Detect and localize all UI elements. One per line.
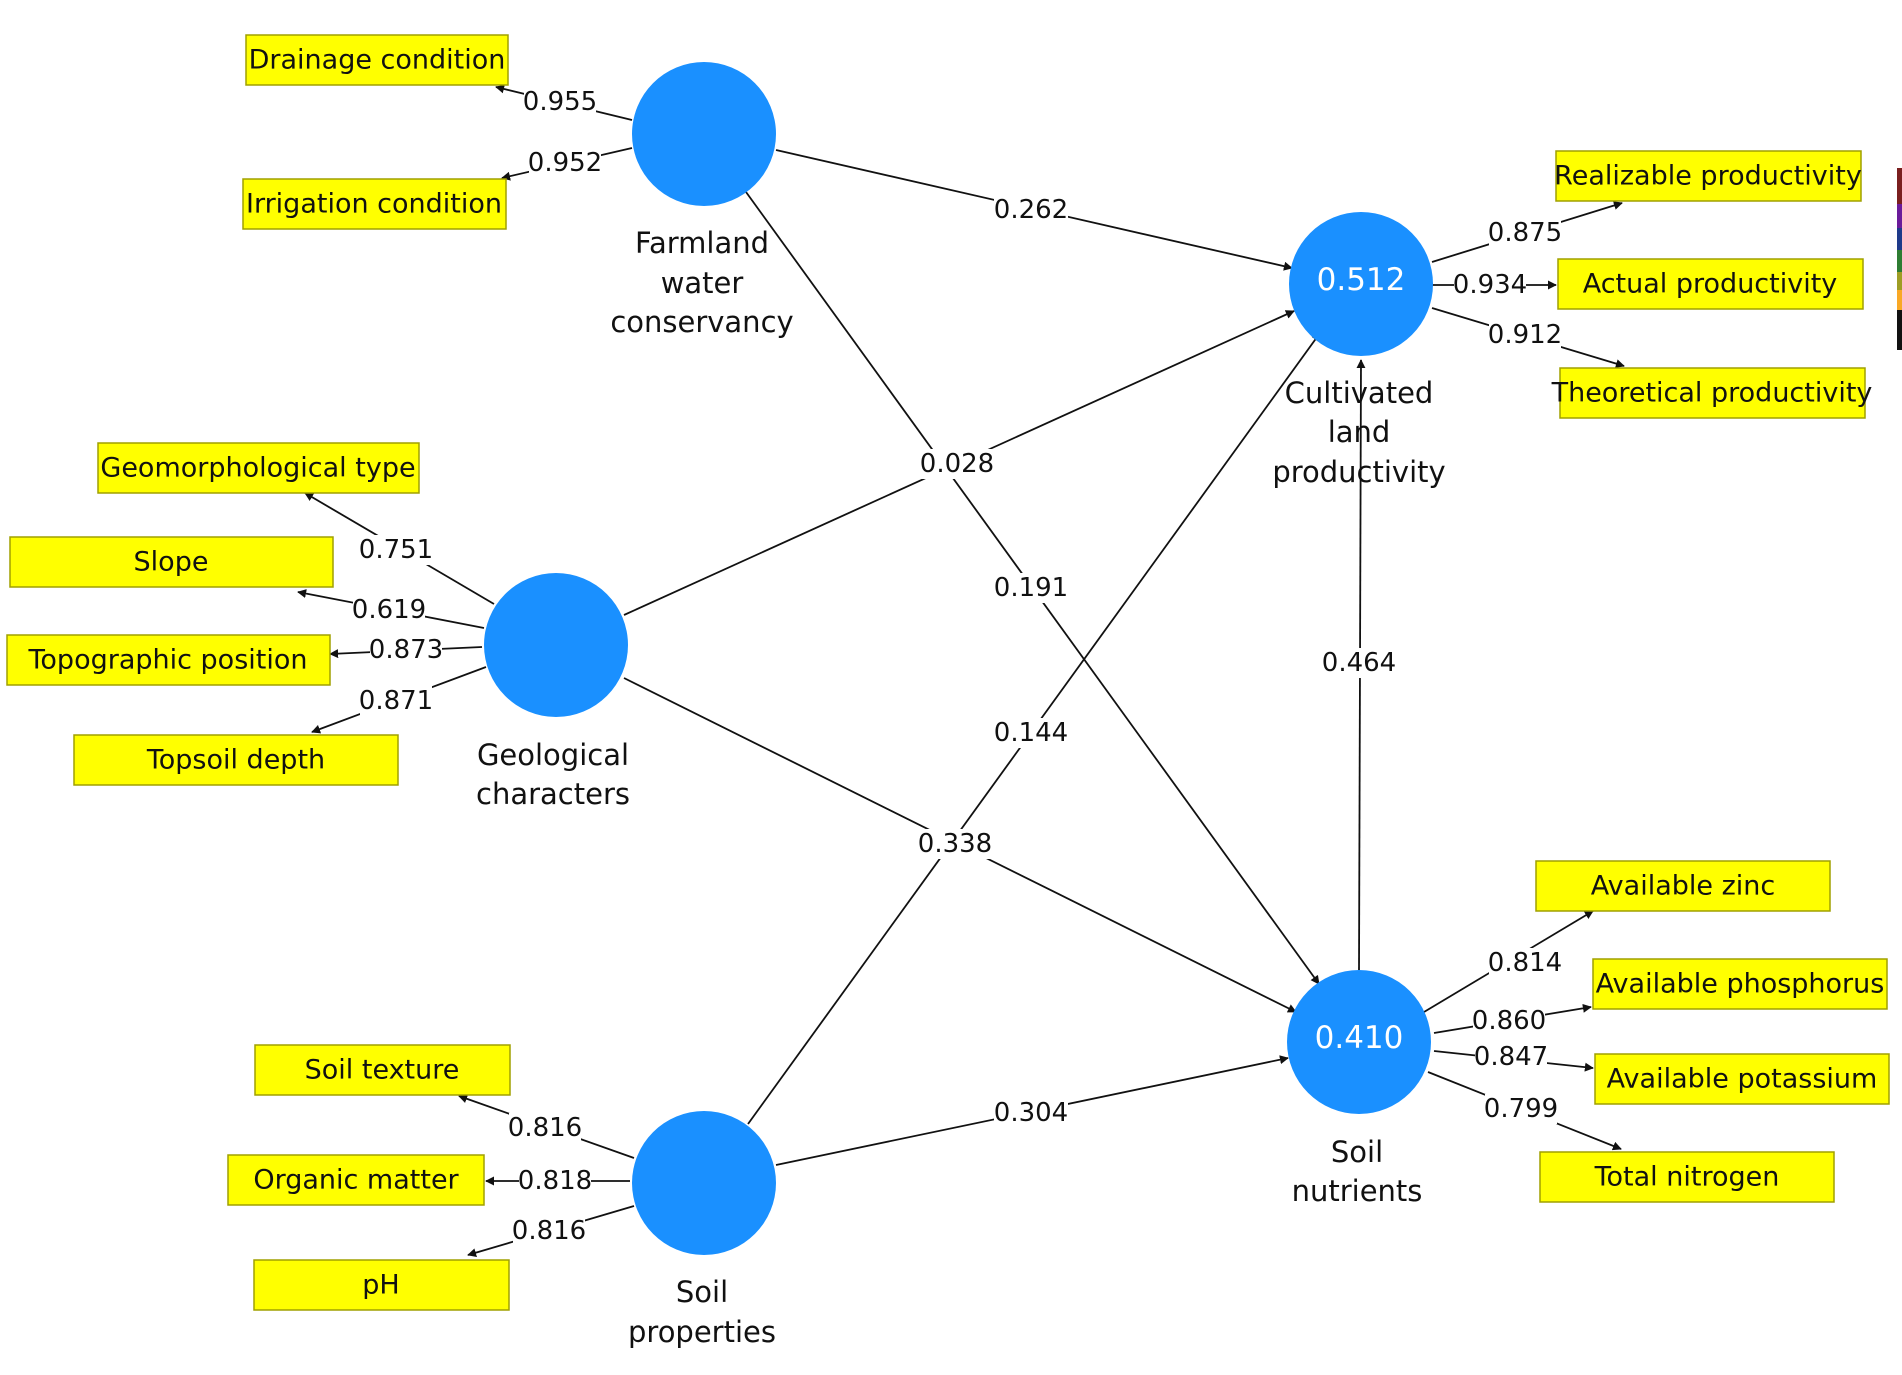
construct-soil-properties[interactable]: Soil properties [628,1111,776,1349]
loading-labels: 0.955 0.952 0.751 0.619 0.873 0.871 0.81… [352,87,1562,1246]
loading-topsoil: 0.871 [359,686,433,716]
construct-farmland-name-1: Farmland [635,226,769,260]
loading-theoretical: 0.912 [1488,320,1562,350]
indicator-realizable-label: Realizable productivity [1554,161,1862,192]
indicators: Drainage condition Irrigation condition … [6,34,1890,1311]
indicator-topo-label: Topographic position [28,645,308,676]
loading-actual: 0.934 [1453,270,1527,300]
indicator-geomorph-label: Geomorphological type [100,453,415,484]
indicator-slope[interactable]: Slope [9,536,334,588]
construct-soil-nutrients[interactable]: 0.410 Soil nutrients [1287,970,1431,1208]
loading-geomorph: 0.751 [359,535,433,565]
construct-geological-name-1: Geological [477,738,629,772]
construct-soil-props-name-2: properties [628,1315,776,1349]
indicator-irrigation-condition[interactable]: Irrigation condition [242,178,507,230]
loading-nitrogen: 0.799 [1484,1094,1558,1124]
indicator-irrigation-label: Irrigation condition [246,189,502,220]
loading-slope: 0.619 [352,595,426,625]
loading-drainage: 0.955 [523,87,597,117]
loading-topo: 0.873 [369,635,443,665]
coef-farmland-nutrients: 0.191 [994,573,1068,603]
loading-organic: 0.818 [518,1166,592,1196]
loading-potassium: 0.847 [1474,1042,1548,1072]
construct-farmland-water-conservancy[interactable]: Farmland water conservancy [610,62,794,339]
loading-texture: 0.816 [508,1113,582,1143]
construct-productivity-r2: 0.512 [1317,262,1406,298]
indicator-topsoil-label: Topsoil depth [146,745,325,776]
indicator-actual-productivity[interactable]: Actual productivity [1557,258,1864,310]
indicator-realizable-productivity[interactable]: Realizable productivity [1554,150,1862,202]
indicator-drainage-condition[interactable]: Drainage condition [245,34,509,86]
constructs: Farmland water conservancy Geological ch… [476,62,1446,1349]
coef-geological-nutrients: 0.338 [918,829,992,859]
indicator-available-potassium[interactable]: Available potassium [1594,1053,1890,1105]
construct-nutrients-name-2: nutrients [1292,1174,1423,1208]
construct-farmland-name-3: conservancy [610,305,793,339]
indicator-geomorphological-type[interactable]: Geomorphological type [97,442,420,494]
indicator-actual-label: Actual productivity [1583,269,1838,300]
loading-zinc: 0.814 [1488,948,1562,978]
indicator-available-zinc[interactable]: Available zinc [1535,860,1831,912]
indicator-theoretical-productivity[interactable]: Theoretical productivity [1551,367,1873,419]
construct-cultivated-land-productivity[interactable]: 0.512 Cultivated land productivity [1272,212,1446,489]
indicator-organic-label: Organic matter [253,1165,459,1196]
indicator-nitrogen-label: Total nitrogen [1594,1162,1780,1193]
coef-soil-nutrients: 0.304 [994,1098,1068,1128]
indicator-total-nitrogen[interactable]: Total nitrogen [1539,1151,1835,1203]
indicator-theoretical-label: Theoretical productivity [1551,378,1873,409]
construct-nutrients-name-1: Soil [1331,1135,1383,1169]
indicator-potassium-label: Available potassium [1607,1064,1878,1095]
loading-phosphorus: 0.860 [1472,1006,1546,1036]
loading-irrigation: 0.952 [528,148,602,178]
indicator-ph-label: pH [362,1270,399,1301]
indicator-available-phosphorus[interactable]: Available phosphorus [1592,958,1888,1010]
coef-nutrients-productivity: 0.464 [1322,648,1396,678]
indicator-organic-matter[interactable]: Organic matter [227,1154,485,1206]
indicator-slope-label: Slope [134,547,209,578]
indicator-drainage-label: Drainage condition [249,45,506,76]
path-coefficient-labels: 0.262 0.191 0.028 0.338 0.144 0.304 0.46… [918,195,1396,1128]
indicator-zinc-label: Available zinc [1591,871,1775,902]
construct-soil-props-name-1: Soil [676,1275,728,1309]
construct-productivity-name-1: Cultivated [1285,376,1434,410]
coef-soil-productivity: 0.144 [994,718,1068,748]
indicator-ph[interactable]: pH [253,1259,510,1311]
construct-farmland-name-2: water [661,266,744,300]
indicator-phosphorus-label: Available phosphorus [1596,969,1885,1000]
indicator-soil-texture[interactable]: Soil texture [254,1044,511,1096]
construct-nutrients-r2: 0.410 [1315,1020,1404,1056]
indicator-topsoil-depth[interactable]: Topsoil depth [73,734,399,786]
indicator-topographic-position[interactable]: Topographic position [6,634,331,686]
construct-geological-name-2: characters [476,777,630,811]
construct-productivity-name-3: productivity [1272,455,1445,489]
construct-geological-characters[interactable]: Geological characters [476,573,630,811]
construct-productivity-name-2: land [1328,415,1391,449]
color-strip [1897,168,1902,350]
indicator-texture-label: Soil texture [305,1055,460,1086]
coef-geological-productivity: 0.028 [920,449,994,479]
structural-paths [623,149,1366,1166]
loading-ph: 0.816 [512,1216,586,1246]
loading-realizable: 0.875 [1488,218,1562,248]
coef-farmland-productivity: 0.262 [994,195,1068,225]
